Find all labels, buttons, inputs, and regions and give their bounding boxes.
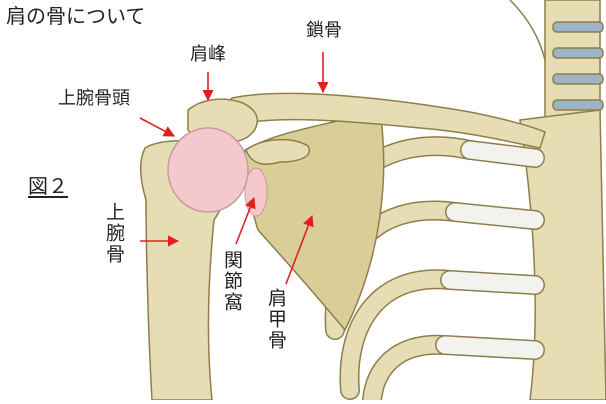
label-scapula: 肩甲骨 xyxy=(265,288,287,351)
spine xyxy=(509,0,604,131)
humeral-head-highlight xyxy=(167,127,249,213)
label-acromion: 肩峰 xyxy=(190,44,226,65)
label-humerus: 上腕骨 xyxy=(103,202,125,265)
pointer-arrows xyxy=(139,52,329,285)
label-clavicle: 鎖骨 xyxy=(306,20,342,41)
arrow-scapula xyxy=(285,214,314,285)
diagram-title: 肩の骨について xyxy=(6,4,146,28)
figure-number: 図２ xyxy=(28,174,68,198)
coracoid-process xyxy=(245,138,311,165)
label-glenoid: 関節窩 xyxy=(221,250,243,313)
arrow-glenoid xyxy=(235,196,256,245)
label-humeral-head: 上腕骨頭 xyxy=(58,88,130,109)
arrow-humeral-head xyxy=(139,117,175,137)
